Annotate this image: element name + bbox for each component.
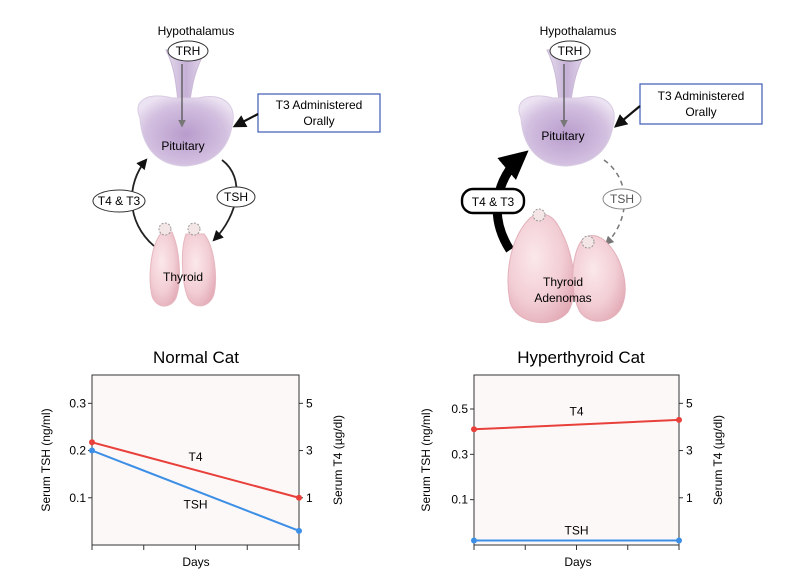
t3-feedback-arrow: [232, 113, 259, 128]
t3-box-line1: T3 Administered: [276, 98, 363, 112]
parathyroid-left: [532, 208, 546, 222]
plot-area: [473, 374, 680, 546]
trh-oval: [549, 40, 591, 62]
data-point-tsh: [676, 537, 682, 544]
chart-title: Hyperthyroid Cat: [517, 348, 645, 367]
series-line-tsh: [91, 449, 300, 532]
y-left-tick-label: 0.2: [69, 444, 86, 458]
series-line-t4: [473, 418, 680, 431]
y-right-tick-label: 3: [306, 444, 313, 458]
chart-title: Normal Cat: [153, 348, 239, 367]
t4-t3-label: T4 & T3: [98, 194, 141, 208]
y-right-tick-label: 1: [306, 491, 313, 505]
data-point-t4: [296, 494, 302, 501]
trh-oval: [167, 40, 209, 62]
tsh-oval: [602, 188, 642, 210]
t4-t3-label: T4 & T3: [472, 195, 515, 209]
t4-t3-oval: [92, 189, 146, 213]
y-right-tick-label: 1: [686, 491, 693, 505]
thyroid-adenoma-left: [507, 213, 575, 324]
thyroid-lobe-right: [181, 233, 217, 307]
series-label-tsh: TSH: [184, 498, 208, 512]
parathyroid-left: [158, 222, 172, 236]
data-point-t4: [676, 416, 682, 423]
t3-administered-box: [639, 83, 763, 125]
hyperthyroid-axis-diagram: Hypothalamus TRH Pituitary T3 Administer…: [460, 24, 763, 324]
x-axis-label: Days: [182, 555, 209, 569]
parathyroid-right: [187, 222, 201, 236]
y-left-tick-label: 0.3: [451, 447, 468, 461]
y-left-tick-label: 0.1: [69, 491, 86, 505]
y-axis-right-label: Serum T4 (µg/dl): [331, 415, 345, 505]
thyroid-label-line2: Adenomas: [534, 291, 591, 305]
trh-label: TRH: [558, 44, 583, 58]
thyroid-label-line1: Thyroid: [543, 275, 583, 289]
data-point-tsh: [296, 527, 302, 534]
tsh-label: TSH: [610, 192, 634, 206]
thyroid-label: Thyroid: [163, 270, 203, 284]
t3-feedback-arrow: [613, 105, 641, 128]
y-left-tick-label: 0.1: [451, 493, 468, 507]
hypothalamus-label: Hypothalamus: [158, 24, 235, 38]
normal-cat-chart: Normal Cat Serum TSH (ng/ml) Serum T4 (µ…: [39, 348, 345, 569]
tsh-oval: [216, 186, 256, 208]
hypothalamus-label: Hypothalamus: [540, 24, 617, 38]
hyperthyroid-cat-chart: Hyperthyroid Cat Serum TSH (ng/ml) Serum…: [419, 348, 725, 569]
data-point-tsh: [89, 447, 95, 454]
t3-box-line1: T3 Administered: [658, 89, 745, 103]
series-label-t4: T4: [188, 450, 202, 464]
thyroid-adenoma-right: [572, 235, 626, 322]
tsh-label: TSH: [224, 190, 248, 204]
x-axis-label: Days: [564, 555, 591, 569]
pituitary-gland: [518, 95, 615, 167]
t3-administered-box: [257, 93, 381, 133]
data-point-tsh: [471, 537, 477, 544]
t3-box-line2: Orally: [685, 105, 716, 119]
y-axis-left-label: Serum TSH (ng/ml): [39, 408, 53, 511]
series-line-t4: [91, 441, 300, 499]
pituitary-gland: [137, 95, 234, 167]
y-right-tick-label: 5: [306, 396, 313, 410]
y-left-tick-label: 0.5: [451, 402, 468, 416]
t4-t3-label-box: [460, 187, 526, 215]
normal-axis-diagram: Hypothalamus TRH Pituitary T3 Administer…: [92, 24, 381, 307]
t3-box-line2: Orally: [303, 114, 334, 128]
thyroid-lobe-left: [149, 231, 180, 307]
pituitary-label: Pituitary: [161, 139, 204, 153]
trh-label: TRH: [176, 44, 201, 58]
parathyroid-right: [581, 235, 595, 249]
data-point-t4: [471, 426, 477, 433]
series-label-t4: T4: [569, 405, 583, 419]
pituitary-label: Pituitary: [541, 129, 584, 143]
data-point-t4: [89, 439, 95, 446]
y-right-tick-label: 3: [686, 444, 693, 458]
y-axis-left-label: Serum TSH (ng/ml): [419, 408, 433, 511]
y-axis-right-label: Serum T4 (µg/dl): [711, 415, 725, 505]
series-label-tsh: TSH: [565, 523, 589, 537]
y-left-tick-label: 0.3: [69, 396, 86, 410]
y-right-tick-label: 5: [686, 396, 693, 410]
